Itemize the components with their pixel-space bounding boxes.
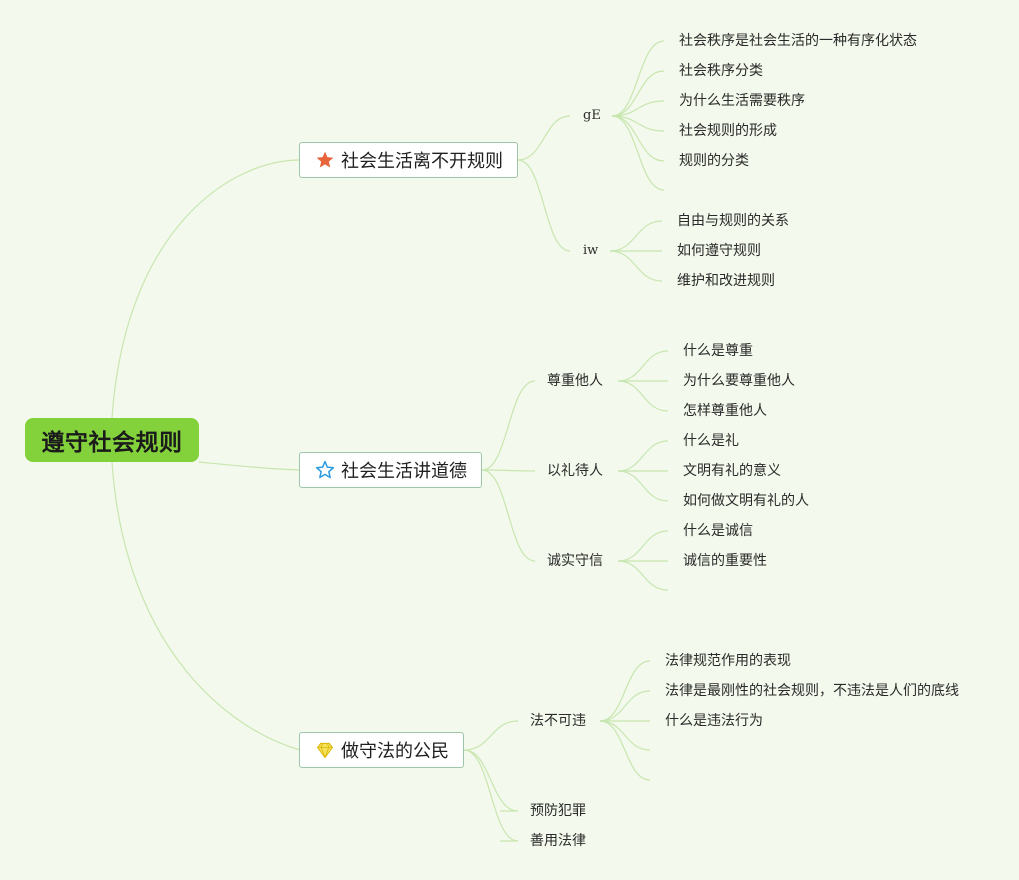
leaf-topic[interactable]: 为什么要尊重他人 xyxy=(683,373,795,389)
branch-topic-law[interactable]: 做守法的公民 xyxy=(299,732,464,768)
branch-topic-rules[interactable]: 社会生活离不开规则 xyxy=(299,142,518,178)
root-connector xyxy=(111,159,301,419)
connector-line xyxy=(463,749,519,842)
connector-line xyxy=(463,749,519,812)
connector-line xyxy=(609,220,663,252)
leaf-topic[interactable]: 社会秩序是社会生活的一种有序化状态 xyxy=(679,33,917,49)
subtopic[interactable]: gE xyxy=(583,108,601,123)
root-connector xyxy=(198,461,301,471)
subtopic[interactable]: 法不可违 xyxy=(530,713,586,729)
connector-line xyxy=(517,159,571,252)
leaf-topic[interactable]: 什么是尊重 xyxy=(683,343,753,359)
connector-line xyxy=(617,440,669,472)
connector-line xyxy=(617,530,669,562)
subtopic[interactable]: 以礼待人 xyxy=(547,463,603,479)
connector-line xyxy=(611,100,665,117)
diamond-icon xyxy=(317,742,333,758)
branch-topic-label: 社会生活离不开规则 xyxy=(341,151,503,172)
subtopic[interactable]: 预防犯罪 xyxy=(530,803,586,819)
connector-line xyxy=(611,115,665,132)
connector-line xyxy=(481,380,536,471)
subtopic[interactable]: 尊重他人 xyxy=(547,373,603,389)
subtopic[interactable]: iw xyxy=(583,243,599,258)
connector-line xyxy=(463,720,519,751)
branch-topic-morality[interactable]: 社会生活讲道德 xyxy=(299,452,482,488)
branch-topic-label: 社会生活讲道德 xyxy=(341,461,467,482)
leaf-topic[interactable]: 社会秩序分类 xyxy=(679,63,763,79)
leaf-topic[interactable]: 法律规范作用的表现 xyxy=(665,653,791,669)
connector-line xyxy=(617,380,669,412)
connector-line xyxy=(599,690,651,722)
connector-line xyxy=(611,115,665,191)
root-connector xyxy=(111,461,301,751)
connector-line xyxy=(611,70,665,117)
leaf-topic[interactable]: 社会规则的形成 xyxy=(679,123,777,139)
connector-line xyxy=(609,250,663,282)
leaf-topic[interactable]: 怎样尊重他人 xyxy=(683,403,767,419)
leaf-topic[interactable]: 自由与规则的关系 xyxy=(677,213,789,229)
leaf-topic[interactable]: 法律是最刚性的社会规则，不违法是人们的底线 xyxy=(665,683,959,699)
connector-line xyxy=(481,469,536,562)
subtopic[interactable]: 诚实守信 xyxy=(547,553,603,569)
leaf-topic[interactable]: 什么是诚信 xyxy=(683,523,753,539)
leaf-topic[interactable]: 什么是礼 xyxy=(683,433,739,449)
subtopic[interactable]: 善用法律 xyxy=(530,833,586,849)
leaf-topic[interactable]: 什么是违法行为 xyxy=(665,713,763,729)
connector-line xyxy=(611,40,665,117)
branch-topic-label: 做守法的公民 xyxy=(341,741,449,762)
leaf-topic[interactable]: 文明有礼的意义 xyxy=(683,463,781,479)
connector-line xyxy=(481,469,536,472)
star-filled-icon xyxy=(316,151,334,168)
leaf-topic[interactable]: 为什么生活需要秩序 xyxy=(679,93,805,109)
leaf-topic[interactable]: 规则的分类 xyxy=(679,153,749,169)
root-topic[interactable]: 遵守社会规则 xyxy=(25,418,199,462)
leaf-topic[interactable]: 维护和改进规则 xyxy=(677,273,775,289)
connector-line xyxy=(617,470,669,502)
leaf-topic[interactable]: 如何遵守规则 xyxy=(677,243,761,259)
root-topic-label: 遵守社会规则 xyxy=(41,430,183,456)
connector-line xyxy=(617,560,669,591)
connector-line xyxy=(617,350,669,382)
connector-line xyxy=(599,720,651,781)
star-outline-icon xyxy=(315,460,335,479)
connector-line xyxy=(599,720,651,751)
connector-line xyxy=(611,115,665,162)
leaf-topic[interactable]: 如何做文明有礼的人 xyxy=(683,493,809,509)
connector-line xyxy=(599,660,651,722)
leaf-topic[interactable]: 诚信的重要性 xyxy=(683,553,767,569)
connector-line xyxy=(517,115,571,161)
